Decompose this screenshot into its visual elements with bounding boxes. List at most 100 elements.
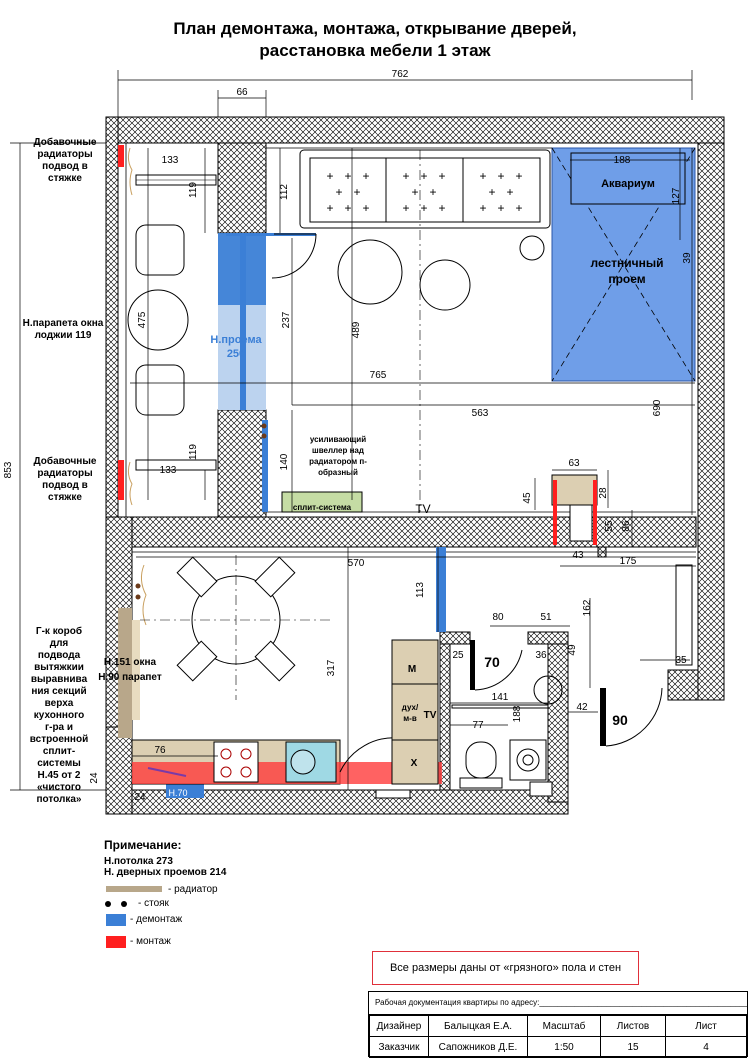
dim-188-bottom: 188 bbox=[512, 705, 523, 722]
svg-text:+: + bbox=[411, 185, 418, 199]
washing-machine bbox=[509, 739, 547, 781]
dimensions-notice: Все размеры даны от «грязного» пола и ст… bbox=[372, 951, 639, 985]
svg-text:+: + bbox=[497, 169, 504, 183]
stamp-sheet-label: Лист bbox=[665, 1015, 747, 1037]
svg-text:+: + bbox=[353, 185, 360, 199]
dim-570: 570 bbox=[348, 558, 365, 569]
dim-113: 113 bbox=[415, 582, 426, 598]
dim-55: 55 bbox=[604, 520, 615, 532]
legend-demolition: - демонтаж bbox=[130, 914, 183, 925]
dim-63: 63 bbox=[568, 458, 580, 469]
tv-label-top: TV bbox=[415, 502, 430, 516]
sofa-tufting: +++ ++ +++ +++ ++ +++ +++ ++ +++ bbox=[326, 169, 522, 215]
dim-140: 140 bbox=[279, 453, 290, 470]
svg-text:+: + bbox=[402, 169, 409, 183]
stamp-designer-label: Дизайнер bbox=[369, 1015, 429, 1037]
opening-height-2: 250 bbox=[227, 348, 245, 360]
dim-35: 35 bbox=[675, 655, 687, 666]
cabinet-m-label: М bbox=[408, 664, 416, 675]
round-table-3 bbox=[519, 235, 545, 261]
note-drywall-box-line: г-ра и bbox=[44, 722, 74, 733]
note-drywall-box-line: ния секций bbox=[31, 686, 87, 697]
svg-text:+: + bbox=[362, 201, 369, 215]
stove bbox=[213, 741, 259, 783]
note-parapet: Н.парапета окна лоджии 119 bbox=[22, 318, 104, 341]
note-radiators-bottom: Добавочные радиаторы подвод в стяжке bbox=[33, 456, 97, 503]
dim-475: 475 bbox=[137, 311, 148, 328]
dim-765: 765 bbox=[370, 370, 387, 381]
stamp-sheet-value: 4 bbox=[665, 1036, 747, 1058]
riser-dots bbox=[135, 423, 267, 600]
dim-162: 162 bbox=[582, 599, 593, 616]
svg-text:+: + bbox=[429, 185, 436, 199]
stamp-customer-name: Сапожников Д.Е. bbox=[428, 1036, 528, 1058]
dim-25: 25 bbox=[452, 650, 464, 661]
cabinet-x-label: Х bbox=[411, 758, 418, 769]
svg-text:+: + bbox=[326, 169, 333, 183]
stamp-sheets-value: 15 bbox=[600, 1036, 666, 1058]
cabinet-oven-label-1: дух/ bbox=[402, 703, 419, 712]
dim-119-bottom: 119 bbox=[188, 444, 199, 460]
svg-text:+: + bbox=[506, 185, 513, 199]
legend-radiator: - радиатор bbox=[168, 884, 218, 895]
door-70-label: 70 bbox=[484, 654, 500, 670]
dim-762: 762 bbox=[392, 69, 409, 80]
stair-label-2: проем bbox=[608, 272, 645, 286]
dim-563: 563 bbox=[472, 408, 489, 419]
dim-51: 51 bbox=[540, 612, 552, 623]
door-90-label: 90 bbox=[612, 712, 628, 728]
walls bbox=[105, 116, 725, 815]
notes-doors: Н. дверных проемов 214 bbox=[104, 867, 227, 878]
title-block: Рабочая документация квартиры по адресу:… bbox=[368, 991, 748, 1058]
svg-text:+: + bbox=[497, 201, 504, 215]
dim-80: 80 bbox=[492, 612, 504, 623]
h70-marker bbox=[166, 786, 202, 798]
dim-39: 39 bbox=[682, 252, 693, 264]
svg-text:+: + bbox=[362, 169, 369, 183]
wardrobe-top bbox=[135, 174, 217, 186]
beam-note-1: усиливающий bbox=[310, 435, 366, 444]
cabinet-column bbox=[391, 639, 439, 785]
note-drywall-box-line: потолка» bbox=[36, 794, 82, 805]
dim-133-bottom: 133 bbox=[160, 465, 177, 476]
dim-489: 489 bbox=[351, 321, 362, 338]
window-column bbox=[118, 608, 132, 738]
svg-text:+: + bbox=[420, 169, 427, 183]
legend-riser: - стояк bbox=[138, 898, 169, 909]
dim-28: 28 bbox=[598, 487, 609, 499]
window-height-2: Н.90 парапет bbox=[98, 672, 162, 683]
dim-175: 175 bbox=[620, 556, 637, 567]
title-line-1: План демонтажа, монтажа, открывание двер… bbox=[173, 19, 577, 38]
dim-49: 49 bbox=[567, 644, 578, 656]
dining-chairs bbox=[176, 556, 296, 682]
note-drywall-box-line: встроенной bbox=[29, 734, 89, 745]
dim-853: 853 bbox=[3, 461, 14, 478]
svg-text:+: + bbox=[335, 185, 342, 199]
legend-mounting: - монтаж bbox=[130, 936, 171, 947]
title-line-2: расстановка мебели 1 этаж bbox=[259, 41, 491, 60]
wardrobe-bottom bbox=[135, 459, 217, 471]
dim-76: 76 bbox=[154, 745, 166, 756]
dim-43: 43 bbox=[572, 550, 584, 561]
note-drywall-box-line: верха bbox=[44, 698, 74, 709]
tv-label-kitchen: TV bbox=[424, 710, 437, 721]
svg-text:+: + bbox=[515, 201, 522, 215]
dim-36: 36 bbox=[535, 650, 547, 661]
armchair-2 bbox=[135, 364, 185, 416]
svg-text:+: + bbox=[344, 169, 351, 183]
dimension-labels: 762 66 133 119 112 188 127 39 475 237 48… bbox=[3, 69, 693, 803]
dim-133-top: 133 bbox=[162, 155, 179, 166]
sofa bbox=[299, 149, 551, 229]
dim-24-bottom: 24 bbox=[134, 792, 146, 803]
note-drywall-box-line: кухонного bbox=[33, 710, 85, 721]
dim-317: 317 bbox=[326, 659, 337, 676]
split-system-label: сплит-система bbox=[293, 503, 352, 512]
svg-text:+: + bbox=[438, 169, 445, 183]
note-drywall-box-line: подвода bbox=[37, 650, 81, 661]
dim-45: 45 bbox=[522, 492, 533, 504]
dim-77: 77 bbox=[472, 720, 484, 731]
aquarium bbox=[570, 152, 686, 205]
stair-label-1: лестничный bbox=[591, 256, 664, 270]
toilet bbox=[465, 741, 497, 779]
